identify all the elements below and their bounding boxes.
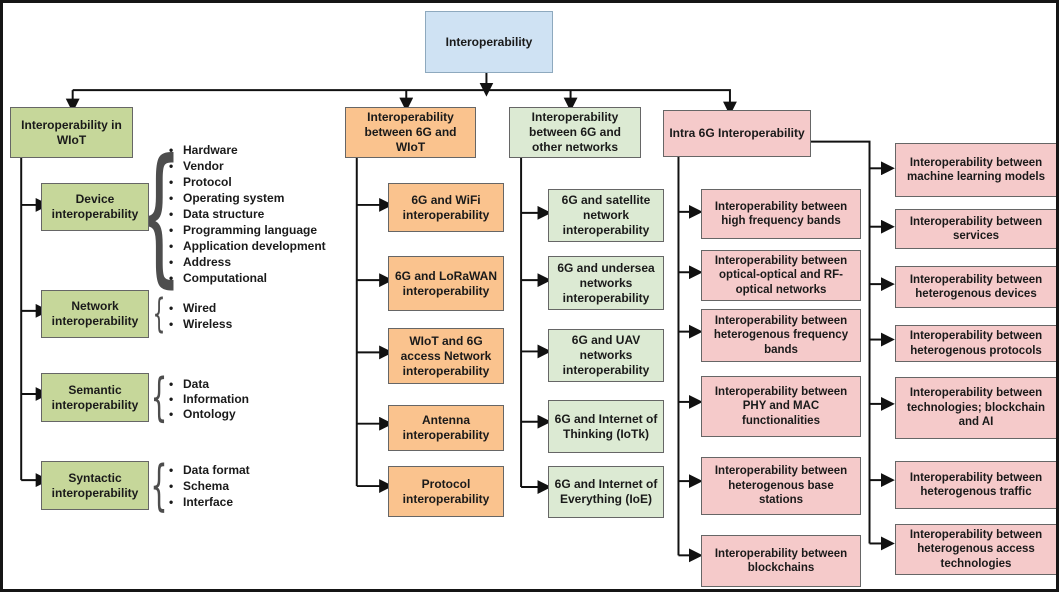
node-between-blockchains: Interoperability between blockchains — [701, 535, 861, 587]
node-6g-uav: 6G and UAV networks interoperability — [548, 329, 664, 382]
network-brace: { — [152, 291, 166, 337]
node-syntactic-interoperability: Syntactic interoperability — [41, 461, 149, 510]
bullet-item: Computational — [169, 270, 326, 286]
syntactic-bullet-list: Data format Schema Interface — [169, 462, 250, 510]
node-root-interoperability: Interoperability — [425, 11, 553, 73]
bullet-item: Data structure — [169, 206, 326, 222]
node-heterogenous-access-technologies: Interoperability between heterogenous ac… — [895, 524, 1056, 575]
node-technologies-blockchain-ai: Interoperability between technologies; b… — [895, 377, 1056, 439]
node-optical-rf-optical: Interoperability between optical-optical… — [701, 250, 861, 301]
bullet-item: Operating system — [169, 190, 326, 206]
node-heterogenous-devices: Interoperability between heterogenous de… — [895, 266, 1056, 308]
node-heterogenous-frequency-bands: Interoperability between heterogenous fr… — [701, 309, 861, 362]
node-between-services: Interoperability between services — [895, 209, 1056, 249]
node-interoperability-6g-other-networks: Interoperability between 6G and other ne… — [509, 107, 641, 158]
bullet-item: Protocol — [169, 174, 326, 190]
semantic-brace: { — [150, 368, 168, 428]
node-wiot-6g-access-network: WIoT and 6G access Network interoperabil… — [388, 328, 504, 384]
bullet-item: Wireless — [169, 316, 232, 332]
node-heterogenous-traffic: Interoperability between heterogenous tr… — [895, 461, 1056, 509]
bullet-item: Ontology — [169, 407, 249, 422]
node-semantic-interoperability: Semantic interoperability — [41, 373, 149, 422]
node-6g-undersea: 6G and undersea networks interoperabilit… — [548, 256, 664, 310]
semantic-bullet-list: Data Information Ontology — [169, 377, 249, 422]
syntactic-brace: { — [150, 453, 168, 517]
bullet-item: Data format — [169, 462, 250, 478]
node-heterogenous-base-stations: Interoperability between heterogenous ba… — [701, 457, 861, 515]
bullet-item: Hardware — [169, 142, 326, 158]
bullet-item: Interface — [169, 494, 250, 510]
network-bullet-list: Wired Wireless — [169, 300, 232, 332]
node-6g-internet-of-everything: 6G and Internet of Everything (IoE) — [548, 466, 664, 518]
device-brace: { — [135, 128, 183, 302]
node-antenna-interoperability: Antenna interoperability — [388, 405, 504, 451]
node-6g-wifi: 6G and WiFi interoperability — [388, 183, 504, 232]
bullet-item: Schema — [169, 478, 250, 494]
node-network-interoperability: Network interoperability — [41, 290, 149, 338]
bullet-item: Information — [169, 392, 249, 407]
node-high-frequency-bands: Interoperability between high frequency … — [701, 189, 861, 239]
node-protocol-interoperability: Protocol interoperability — [388, 466, 504, 517]
node-intra-6g-interoperability: Intra 6G Interoperability — [663, 110, 811, 157]
node-6g-satellite: 6G and satellite network interoperabilit… — [548, 189, 664, 242]
node-phy-mac-functionalities: Interoperability between PHY and MAC fun… — [701, 376, 861, 437]
node-heterogenous-protocols: Interoperability between heterogenous pr… — [895, 325, 1056, 362]
node-device-interoperability: Device interoperability — [41, 183, 149, 231]
bullet-item: Vendor — [169, 158, 326, 174]
bullet-item: Application development — [169, 238, 326, 254]
bullet-item: Programming language — [169, 222, 326, 238]
node-6g-lorawan: 6G and LoRaWAN interoperability — [388, 256, 504, 311]
node-machine-learning-models: Interoperability between machine learnin… — [895, 143, 1056, 197]
node-interoperability-in-wiot: Interoperability in WIoT — [10, 107, 133, 158]
device-bullet-list: Hardware Vendor Protocol Operating syste… — [169, 142, 326, 286]
node-interoperability-6g-wiot: Interoperability between 6G and WIoT — [345, 107, 476, 158]
bullet-item: Data — [169, 377, 249, 392]
connector-lines — [20, 72, 895, 563]
bullet-item: Address — [169, 254, 326, 270]
node-6g-internet-of-thinking: 6G and Internet of Thinking (IoTk) — [548, 400, 664, 453]
bullet-item: Wired — [169, 300, 232, 316]
